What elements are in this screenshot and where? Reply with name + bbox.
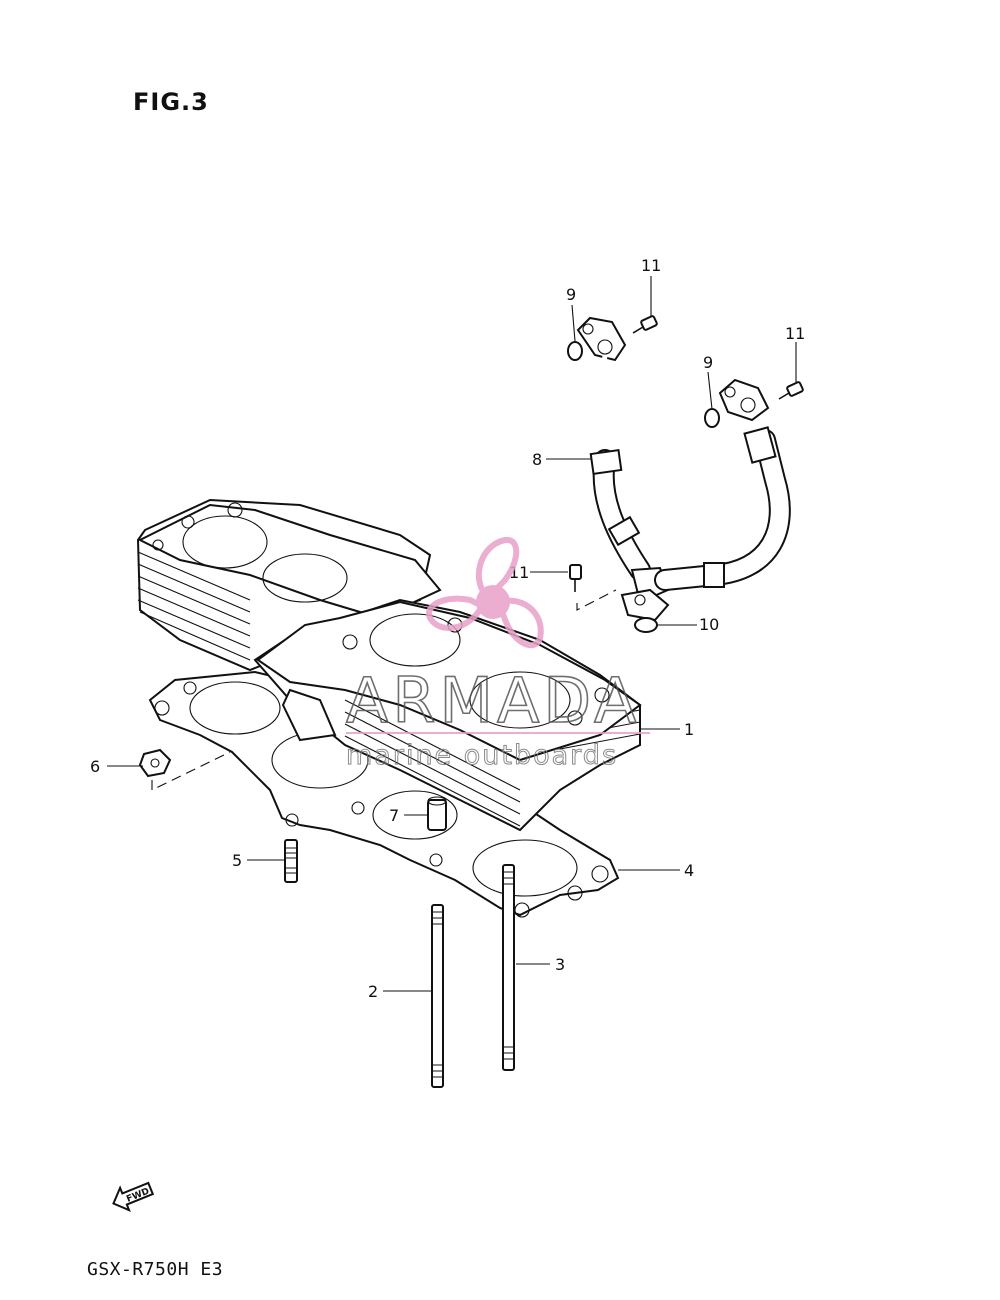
propeller-icon <box>426 537 544 649</box>
fwd-label: FWD <box>125 1187 151 1205</box>
callout-5: 5 <box>232 851 242 870</box>
callout-8: 8 <box>532 450 542 469</box>
callout-9-right: 9 <box>703 353 713 372</box>
bolt <box>778 381 804 400</box>
watermark-brand: ARMADA <box>346 664 640 737</box>
stud-long-right <box>502 864 515 1071</box>
callout-10: 10 <box>699 615 719 634</box>
callout-7: 7 <box>389 806 399 825</box>
leader-lines <box>107 276 797 992</box>
bolt <box>569 564 582 592</box>
callout-4: 4 <box>684 861 694 880</box>
callout-2: 2 <box>368 982 378 1001</box>
oil-pipe-assembly <box>576 316 791 622</box>
cylinder-block <box>136 498 642 832</box>
callout-9-left: 9 <box>566 285 576 304</box>
nut <box>138 748 172 778</box>
callout-11-top: 11 <box>641 256 661 275</box>
dowel-pin <box>427 796 447 831</box>
callout-3: 3 <box>555 955 565 974</box>
callout-6: 6 <box>90 757 100 776</box>
callout-11-right: 11 <box>785 324 805 343</box>
figure-title: FIG.3 <box>133 88 209 116</box>
callout-labels: 1 2 3 4 5 6 7 8 9 9 10 11 11 11 <box>90 256 805 1001</box>
watermark: ARMADA marine outboards <box>345 537 650 772</box>
model-code: GSX-R750H E3 <box>87 1259 224 1280</box>
callout-1: 1 <box>684 720 694 739</box>
stud-long-left <box>431 904 444 1088</box>
o-ring <box>704 408 720 428</box>
watermark-tagline: marine outboards <box>346 740 618 771</box>
o-ring <box>567 341 583 361</box>
bolt <box>632 315 658 334</box>
o-ring <box>634 617 658 633</box>
forward-arrow-icon: FWD <box>112 1181 155 1212</box>
stud-short <box>284 839 298 883</box>
